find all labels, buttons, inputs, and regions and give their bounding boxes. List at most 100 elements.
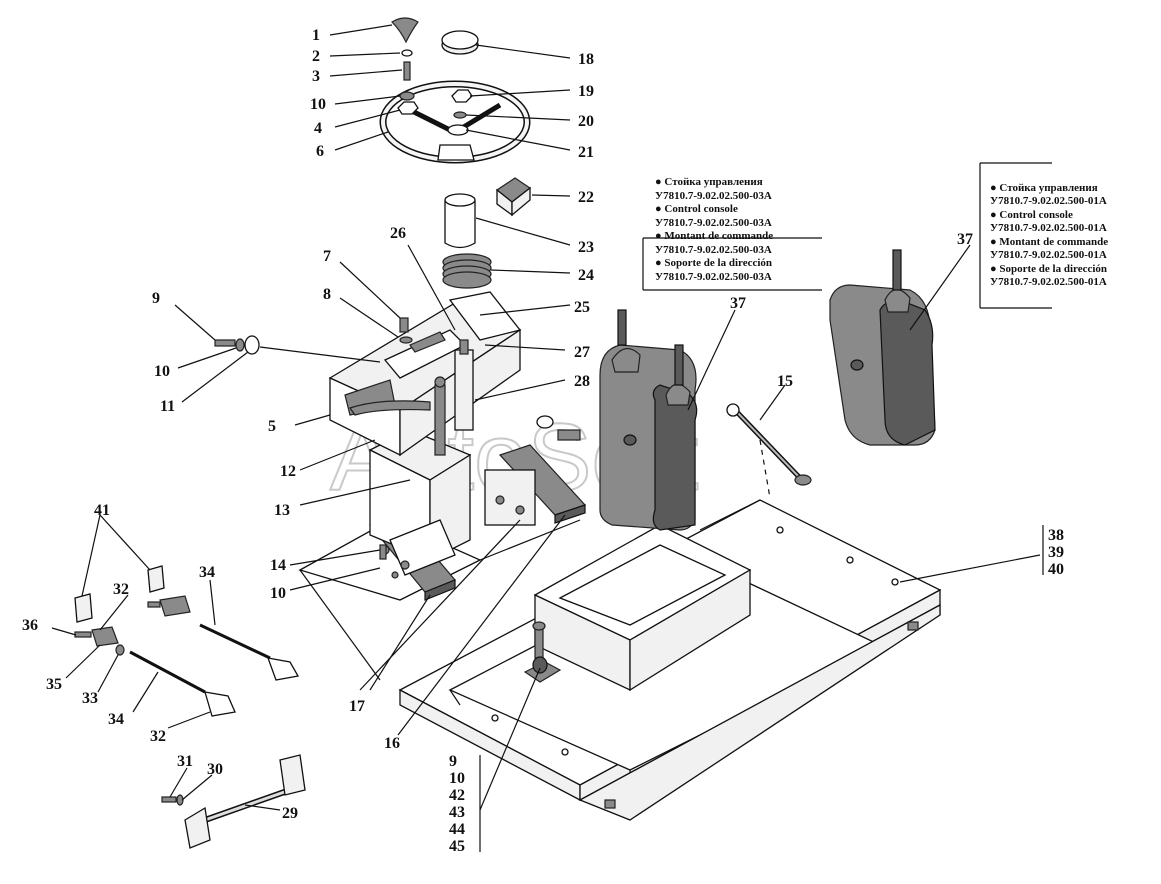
label-10-bottom: 10 [449,770,465,787]
label-10-low: 10 [270,585,286,602]
label-11: 11 [160,398,175,415]
bracket-29 [184,754,306,849]
label-12: 12 [280,463,296,480]
note-left-line-4: У7810.7-9.02.02.500-03А [655,217,772,229]
washer-30 [176,794,184,806]
steering-wheel [379,80,531,164]
label-41: 41 [94,502,110,519]
label-16: 16 [384,735,400,752]
label-5: 5 [268,418,276,435]
note-right-line-7: ● Soporte de la dirección [990,263,1107,275]
washer-20 [453,111,467,119]
note-right-line-2: У7810.7-9.02.02.500-01А [990,195,1107,207]
label-36: 36 [22,617,38,634]
washer-2 [401,49,413,57]
pin-rod [536,415,581,441]
boot-cover [448,291,522,341]
label-37-right: 37 [957,231,973,248]
note-left: ● Стойка управления У7810.7-9.02.02.500-… [655,176,773,283]
label-38: 38 [1048,527,1064,544]
label-32-bottom: 32 [150,728,166,745]
label-33: 33 [82,690,98,707]
label-15: 15 [777,373,793,390]
label-19: 19 [578,83,594,100]
note-right-line-4: У7810.7-9.02.02.500-01А [990,222,1107,234]
note-left-line-2: У7810.7-9.02.02.500-03А [655,190,772,202]
joystick-frame [523,621,562,683]
cap-18 [441,30,479,55]
spring [442,253,492,289]
bolt-7 [399,317,409,333]
note-right-line-1: ● Стойка управления [990,182,1098,194]
note-right-line-8: У7810.7-9.02.02.500-01А [990,276,1107,288]
label-21: 21 [578,144,594,161]
nut-4 [397,101,419,115]
leader-lines [51,24,1041,811]
dashed-connector [759,439,771,499]
clevis-32-mid [91,626,119,647]
label-42: 42 [449,787,465,804]
label-40: 40 [1048,561,1064,578]
bolt-3 [403,61,411,81]
label-14: 14 [270,557,286,574]
label-7: 7 [323,248,331,265]
label-4: 4 [314,120,322,137]
handle-15 [726,403,812,486]
note-right-line-3: ● Control console [990,209,1073,221]
label-45: 45 [449,838,465,855]
rod-34-top [199,623,300,681]
note-right: ● Стойка управления У7810.7-9.02.02.500-… [990,182,1108,288]
washer-33 [115,644,125,656]
note-left-line-8: У7810.7-9.02.02.500-03А [655,271,772,283]
label-32-top: 32 [113,581,129,598]
plate-41-right [147,565,165,593]
part-number-labels: 1 2 3 10 4 6 18 19 20 21 22 23 24 25 26 … [22,27,1064,855]
label-18: 18 [578,51,594,68]
label-6: 6 [316,143,324,160]
label-34-bottom: 34 [108,711,124,728]
label-30: 30 [207,761,223,778]
label-8: 8 [323,286,331,303]
label-3: 3 [312,68,320,85]
knob-1 [391,17,419,44]
label-20: 20 [578,113,594,130]
plate-41-left [74,593,93,623]
joystick-console-single [829,249,936,446]
clevis-32-top [147,595,191,617]
label-29: 29 [282,805,298,822]
note-right-line-6: У7810.7-9.02.02.500-01А [990,249,1107,261]
label-39: 39 [1048,544,1064,561]
label-37-left: 37 [730,295,746,312]
bolt-36 [74,631,92,638]
label-26: 26 [390,225,406,242]
washer-11 [244,335,260,355]
label-10-mid: 10 [154,363,170,380]
label-13: 13 [274,502,290,519]
washer-8 [399,336,413,344]
note-brackets [479,162,1052,852]
label-1: 1 [312,27,320,44]
label-34-top: 34 [199,564,215,581]
label-25: 25 [574,299,590,316]
label-9: 9 [152,290,160,307]
label-35: 35 [46,676,62,693]
washer-10 [399,91,415,101]
label-24: 24 [578,267,594,284]
note-left-line-1: ● Стойка управления [655,176,763,188]
washer-10-mid [235,338,245,352]
tray-box [533,524,752,692]
joystick-console-double [599,309,698,531]
label-22: 22 [578,189,594,206]
bolt-9 [214,339,236,347]
rod-34-bottom [129,650,236,717]
note-left-line-6: У7810.7-9.02.02.500-03А [655,244,772,256]
label-31: 31 [177,753,193,770]
note-left-line-7: ● Soporte de la dirección [655,257,772,269]
cap-22 [495,177,532,217]
note-right-line-5: ● Montant de commande [990,236,1108,248]
bolt-14 [379,544,387,560]
bolt-31 [161,796,177,803]
label-2: 2 [312,48,320,65]
